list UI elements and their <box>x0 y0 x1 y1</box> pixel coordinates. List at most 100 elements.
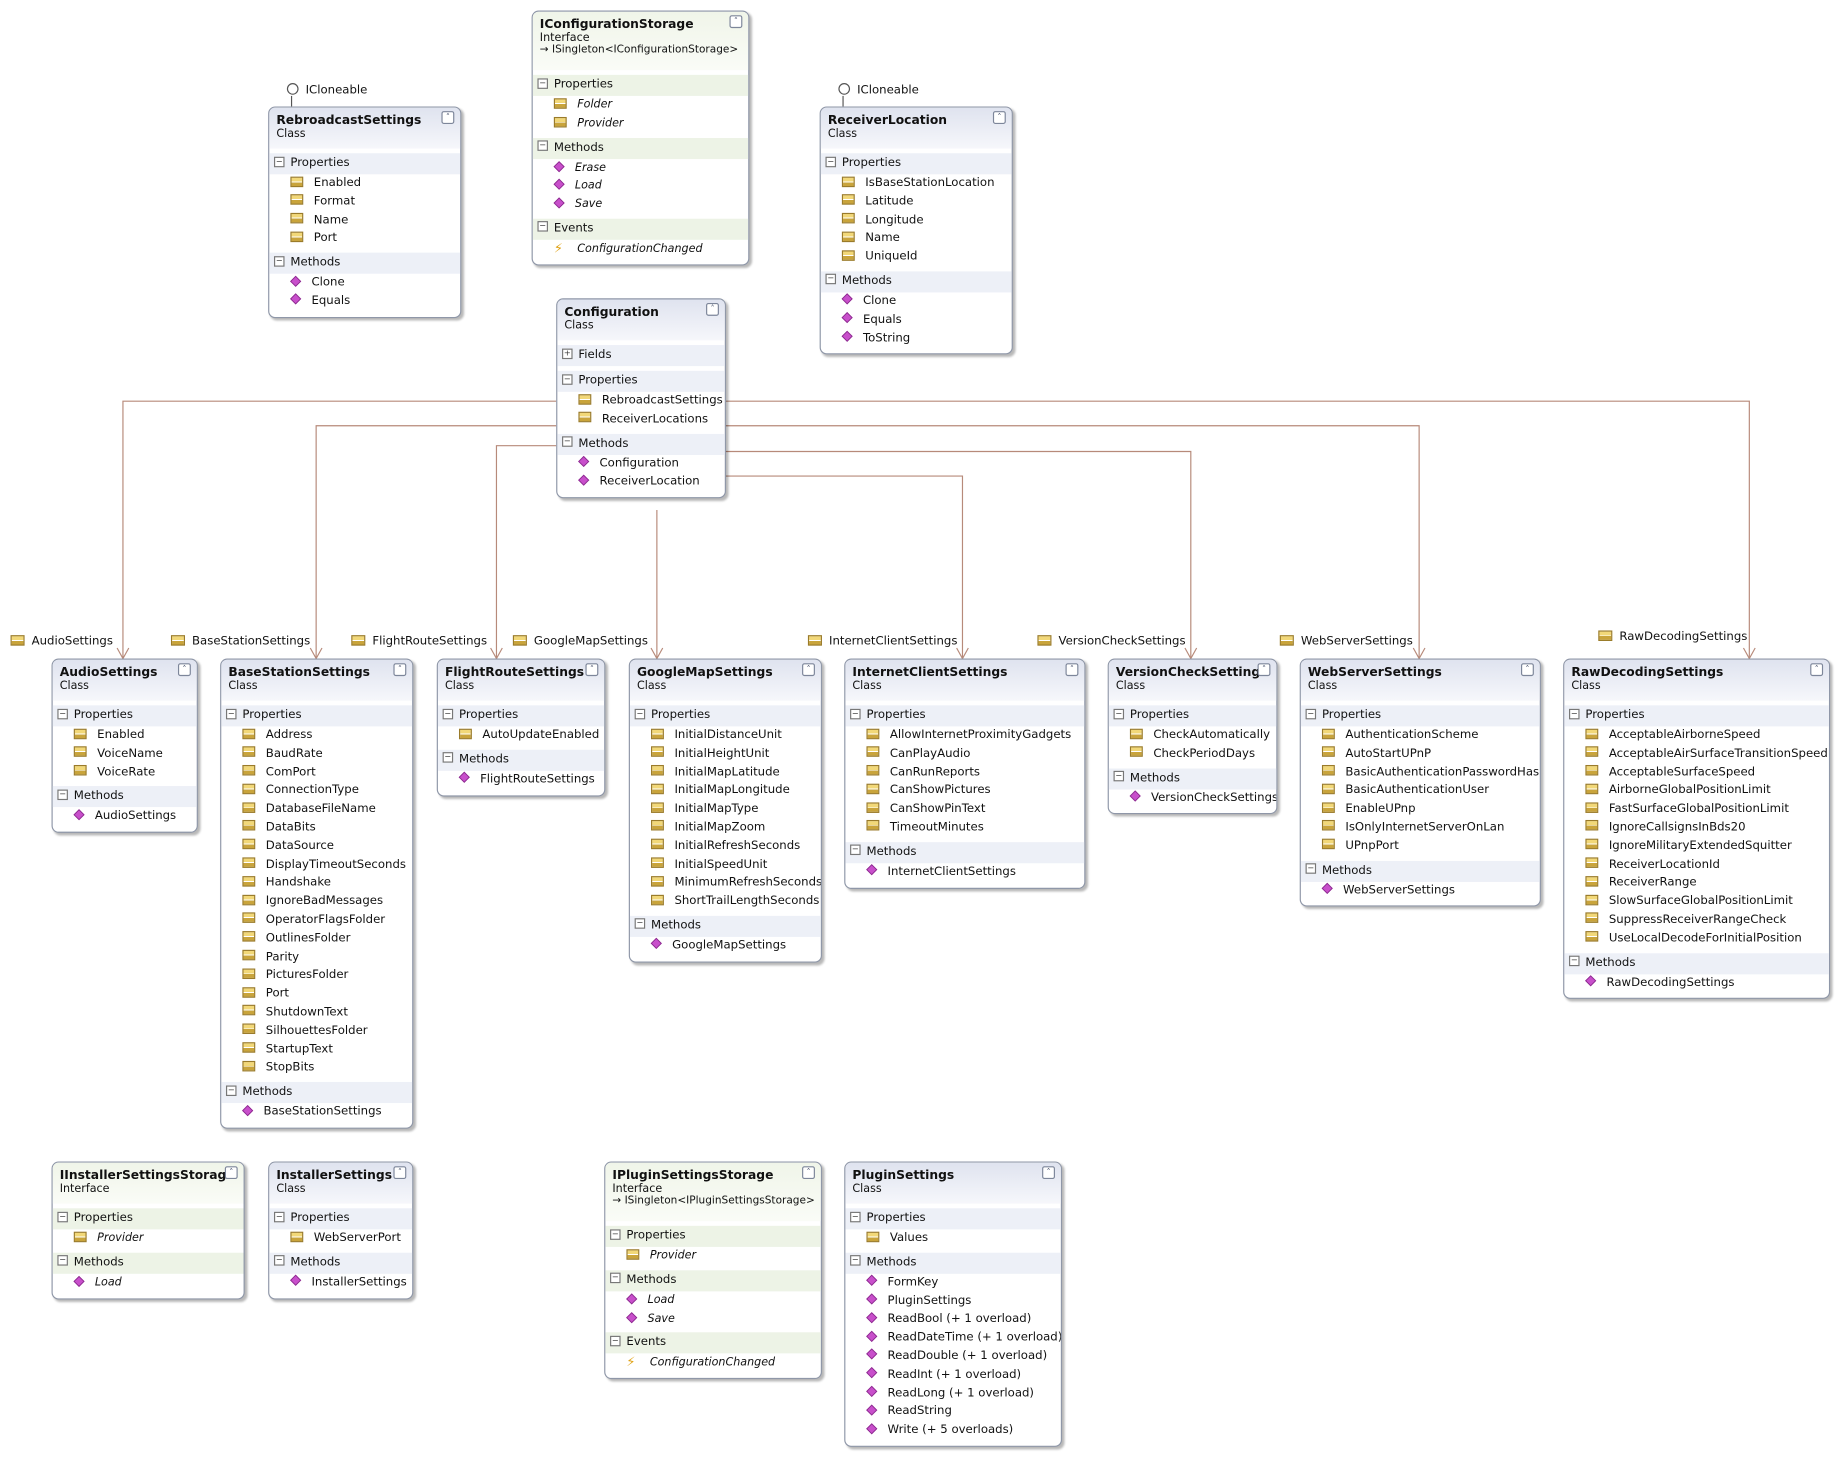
member-meth[interactable]: Load <box>533 177 748 195</box>
member-prop[interactable]: VoiceRate <box>53 763 197 781</box>
collapse-icon[interactable]: − <box>1113 708 1125 719</box>
member-prop[interactable]: TimeoutMinutes <box>845 819 1084 837</box>
association-line-5[interactable] <box>723 450 1192 659</box>
association-line-1[interactable] <box>122 400 557 659</box>
collapse-icon[interactable]: − <box>57 1211 68 1222</box>
collapse-icon[interactable]: − <box>1305 863 1317 874</box>
member-prop[interactable]: PicturesFolder <box>221 967 412 985</box>
member-prop[interactable]: Enabled <box>53 726 197 744</box>
collapse-icon[interactable]: − <box>1113 770 1125 782</box>
section-header-methods[interactable]: −Methods <box>1108 768 1277 790</box>
member-prop[interactable]: ReceiverLocations <box>557 410 724 428</box>
section-header-methods[interactable]: −Methods <box>1300 860 1540 882</box>
member-prop[interactable]: IsBaseStationLocation <box>821 174 1012 192</box>
member-prop[interactable]: Values <box>845 1229 1060 1247</box>
member-prop[interactable]: Port <box>221 985 412 1003</box>
member-prop[interactable]: BaudRate <box>221 745 412 763</box>
section-header-properties[interactable]: −Properties <box>221 705 413 727</box>
section-header-properties[interactable]: −Properties <box>269 1208 413 1230</box>
section-header-methods[interactable]: −Methods <box>629 915 821 937</box>
section-header-methods[interactable]: −Methods <box>605 1270 821 1292</box>
collapse-icon[interactable]: − <box>225 708 237 719</box>
collapse-icon[interactable]: − <box>1305 708 1317 719</box>
member-prop[interactable]: Enabled <box>269 174 460 192</box>
member-meth[interactable]: Load <box>605 1291 820 1309</box>
collapse-icon[interactable]: − <box>273 1255 285 1266</box>
member-prop[interactable]: Longitude <box>821 211 1012 229</box>
collapse-icon[interactable]: − <box>1569 955 1580 967</box>
member-meth[interactable]: BaseStationSettings <box>221 1103 412 1121</box>
member-meth[interactable]: Save <box>605 1310 820 1328</box>
chevron-up-icon[interactable]: ˄ <box>585 663 599 677</box>
chevron-up-icon[interactable]: ˄ <box>177 663 191 677</box>
collapse-icon[interactable]: − <box>57 708 68 719</box>
collapse-icon[interactable]: − <box>442 708 454 719</box>
collapse-icon[interactable]: − <box>273 156 285 167</box>
member-prop[interactable]: IgnoreMilitaryExtendedSquitter <box>1564 837 1829 855</box>
section-header-properties[interactable]: −Properties <box>557 370 725 392</box>
section-header-properties[interactable]: −Properties <box>269 153 461 175</box>
collapse-icon[interactable]: − <box>850 708 861 719</box>
section-header-methods[interactable]: −Methods <box>845 1252 1061 1274</box>
chevron-up-icon[interactable]: ˄ <box>992 111 1006 124</box>
collapse-icon[interactable]: − <box>273 255 285 267</box>
member-meth[interactable]: FormKey <box>845 1274 1060 1292</box>
section-header-properties[interactable]: −Properties <box>820 153 1012 175</box>
member-prop[interactable]: AllowInternetProximityGadgets <box>845 726 1084 744</box>
member-prop[interactable]: DisplayTimeoutSeconds <box>221 856 412 874</box>
section-header-properties[interactable]: −Properties <box>605 1225 821 1247</box>
section-header-methods[interactable]: −Methods <box>532 137 749 159</box>
association-line-6[interactable] <box>723 475 964 659</box>
member-prop[interactable]: Latitude <box>821 193 1012 211</box>
chevron-up-icon[interactable]: ˄ <box>441 111 455 124</box>
collapse-icon[interactable]: − <box>537 221 548 233</box>
association-line-8[interactable] <box>723 400 1750 659</box>
member-meth[interactable]: GoogleMapSettings <box>630 937 821 955</box>
chevron-up-icon[interactable]: ˄ <box>729 15 743 29</box>
collapse-icon[interactable]: − <box>57 1255 68 1266</box>
member-meth[interactable]: FlightRouteSettings <box>438 771 604 789</box>
section-header-methods[interactable]: −Methods <box>557 433 725 455</box>
member-prop[interactable]: StartupText <box>221 1041 412 1059</box>
member-prop[interactable]: UPnpPort <box>1301 837 1540 855</box>
section-header-methods[interactable]: −Methods <box>52 786 197 808</box>
member-prop[interactable]: Format <box>269 193 460 211</box>
member-prop[interactable]: CanShowPinText <box>845 800 1084 818</box>
member-prop[interactable]: InitialMapType <box>630 800 821 818</box>
collapse-icon[interactable]: − <box>850 844 861 856</box>
member-prop[interactable]: ComPort <box>221 763 412 781</box>
section-header-methods[interactable]: −Methods <box>437 749 605 771</box>
collapse-icon[interactable]: − <box>537 140 548 152</box>
member-meth[interactable]: Clone <box>821 292 1012 310</box>
section-header-properties[interactable]: −Properties <box>1564 705 1829 727</box>
member-meth[interactable]: ReceiverLocation <box>557 473 724 491</box>
section-header-properties[interactable]: −Properties <box>52 1208 244 1230</box>
chevron-up-icon[interactable]: ˄ <box>1042 1166 1055 1180</box>
member-prop[interactable]: MinimumRefreshSeconds <box>630 874 821 892</box>
section-header-properties[interactable]: −Properties <box>52 705 197 727</box>
section-header-methods[interactable]: −Methods <box>845 841 1085 863</box>
section-header-methods[interactable]: −Methods <box>221 1082 413 1104</box>
member-prop[interactable]: AutoUpdateEnabled <box>438 726 604 744</box>
member-meth[interactable]: Equals <box>821 311 1012 329</box>
section-header-events[interactable]: −Events <box>532 218 749 240</box>
member-prop[interactable]: ShortTrailLengthSeconds <box>630 893 821 911</box>
expand-icon[interactable]: + <box>562 347 573 359</box>
member-prop[interactable]: DatabaseFileName <box>221 800 412 818</box>
member-prop[interactable]: CanRunReports <box>845 763 1084 781</box>
chevron-up-icon[interactable]: ˄ <box>1065 663 1079 677</box>
collapse-icon[interactable]: − <box>850 1211 861 1222</box>
member-prop[interactable]: BasicAuthenticationUser <box>1301 782 1540 800</box>
member-prop[interactable]: VoiceName <box>53 745 197 763</box>
member-prop[interactable]: InitialMapZoom <box>630 819 821 837</box>
member-prop[interactable]: AcceptableSurfaceSpeed <box>1564 763 1829 781</box>
member-evt[interactable]: ⚡ConfigurationChanged <box>605 1354 820 1372</box>
collapse-icon[interactable]: − <box>825 156 837 167</box>
chevron-up-icon[interactable]: ˄ <box>1810 663 1824 677</box>
member-prop[interactable]: IgnoreCallsignsInBds20 <box>1564 819 1829 837</box>
